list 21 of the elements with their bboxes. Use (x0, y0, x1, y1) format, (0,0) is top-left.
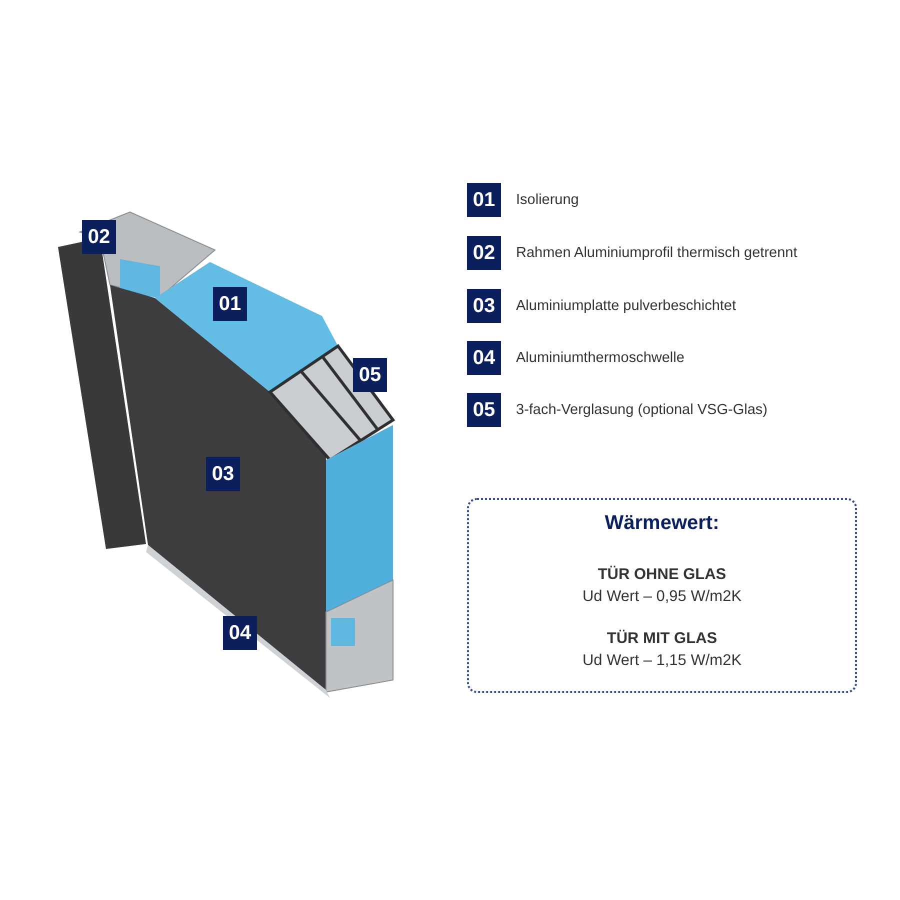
callout-number: 01 (467, 183, 501, 217)
callout-number: 02 (82, 220, 116, 254)
callout-number: 04 (223, 616, 257, 650)
value-text: Ud Wert – 0,95 W/m2K (582, 588, 742, 606)
legend-text: Aluminiumplatte pulverbeschichtet (516, 297, 736, 315)
callout-number: 03 (206, 457, 240, 491)
callout-number: 05 (353, 358, 387, 392)
callout-number: 03 (467, 289, 501, 323)
callout-number: 05 (467, 393, 501, 427)
callout-number: 01 (213, 287, 247, 321)
value-text: Ud Wert – 1,15 W/m2K (582, 652, 742, 670)
legend-text: Isolierung (516, 191, 579, 209)
panel-subheading: TÜR MIT GLAS (606, 630, 718, 648)
panel-heading: Wärmewert: (604, 512, 720, 535)
legend-text: 3-fach-Verglasung (optional VSG-Glas) (516, 401, 768, 419)
callout-number: 04 (467, 341, 501, 375)
info-panel (467, 498, 857, 693)
legend-text: Rahmen Aluminiumprofil thermisch getrennt (516, 244, 798, 262)
panel-subheading: TÜR OHNE GLAS (598, 566, 726, 584)
callout-number: 02 (467, 236, 501, 270)
legend-text: Aluminiumthermoschwelle (516, 349, 684, 367)
